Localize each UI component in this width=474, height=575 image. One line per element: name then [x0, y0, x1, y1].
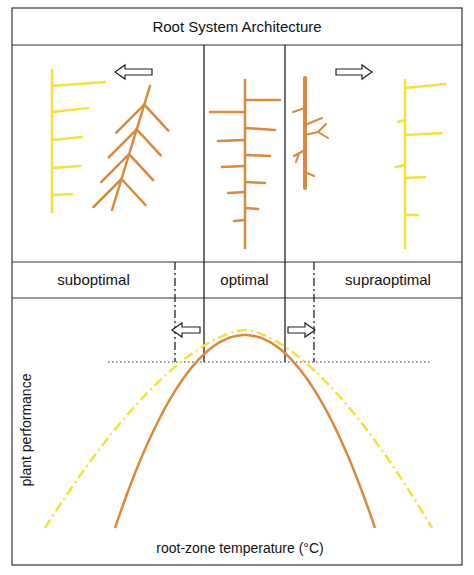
root-line: [52, 108, 88, 112]
root-line: [129, 154, 153, 180]
root-line: [101, 154, 129, 182]
shift-arrow: [336, 65, 372, 79]
acclimated-curve: [45, 330, 432, 528]
root-line: [234, 220, 245, 221]
root-line: [52, 194, 72, 195]
root-line: [222, 166, 245, 167]
root-line: [94, 179, 122, 207]
root-line: [305, 132, 318, 135]
root-line: [116, 105, 144, 133]
shift-arrow: [172, 323, 200, 337]
root-line: [52, 137, 82, 140]
performance-curve: [115, 335, 375, 528]
root-line: [245, 99, 280, 102]
root-line: [144, 105, 168, 131]
shift-arrow: [288, 323, 315, 337]
root-line: [245, 128, 275, 130]
root-line: [405, 84, 445, 88]
panel-divider: [12, 44, 462, 45]
root-line: [245, 155, 270, 156]
panel-title: Root System Architecture: [152, 18, 321, 36]
root-line: [398, 120, 405, 122]
panel-divider: [12, 261, 462, 262]
shifted-boundary: [174, 262, 175, 362]
outer-frame: [12, 8, 462, 565]
root-line: [405, 177, 425, 178]
root-line: [318, 132, 328, 138]
root-line: [109, 129, 137, 157]
range-label: supraoptimal: [345, 271, 431, 289]
root-line: [210, 111, 245, 114]
root-line: [293, 108, 305, 112]
root-line: [245, 208, 258, 209]
panel-divider: [12, 297, 462, 298]
range-cell: suboptimal: [14, 263, 173, 297]
shift-arrow: [115, 65, 152, 79]
range-label: suboptimal: [57, 271, 130, 289]
root-line: [305, 172, 314, 176]
root-line: [244, 80, 247, 248]
root-line: [137, 129, 161, 155]
root-line: [228, 192, 245, 193]
root-line: [405, 214, 418, 217]
root-line: [318, 124, 326, 132]
optimal-boundary: [284, 45, 285, 362]
optimal-boundary: [203, 45, 204, 362]
title-band: Root System Architecture: [12, 8, 462, 45]
shifted-boundary: [313, 262, 314, 362]
range-label: optimal: [220, 271, 268, 289]
root-line: [296, 153, 299, 162]
root-line: [245, 182, 265, 183]
root-line: [218, 140, 245, 141]
axis-title-y: plant performance: [18, 374, 35, 487]
root-line: [52, 82, 105, 86]
root-line: [305, 118, 322, 125]
threshold-line: [108, 362, 432, 363]
range-cell: supraoptimal: [316, 263, 460, 297]
root-line: [122, 179, 146, 205]
root-line: [396, 165, 405, 167]
root-line: [52, 166, 80, 168]
axis-title-x: root-zone temperature (°C): [156, 540, 323, 557]
root-line: [405, 133, 442, 135]
range-cell: optimal: [206, 263, 283, 297]
